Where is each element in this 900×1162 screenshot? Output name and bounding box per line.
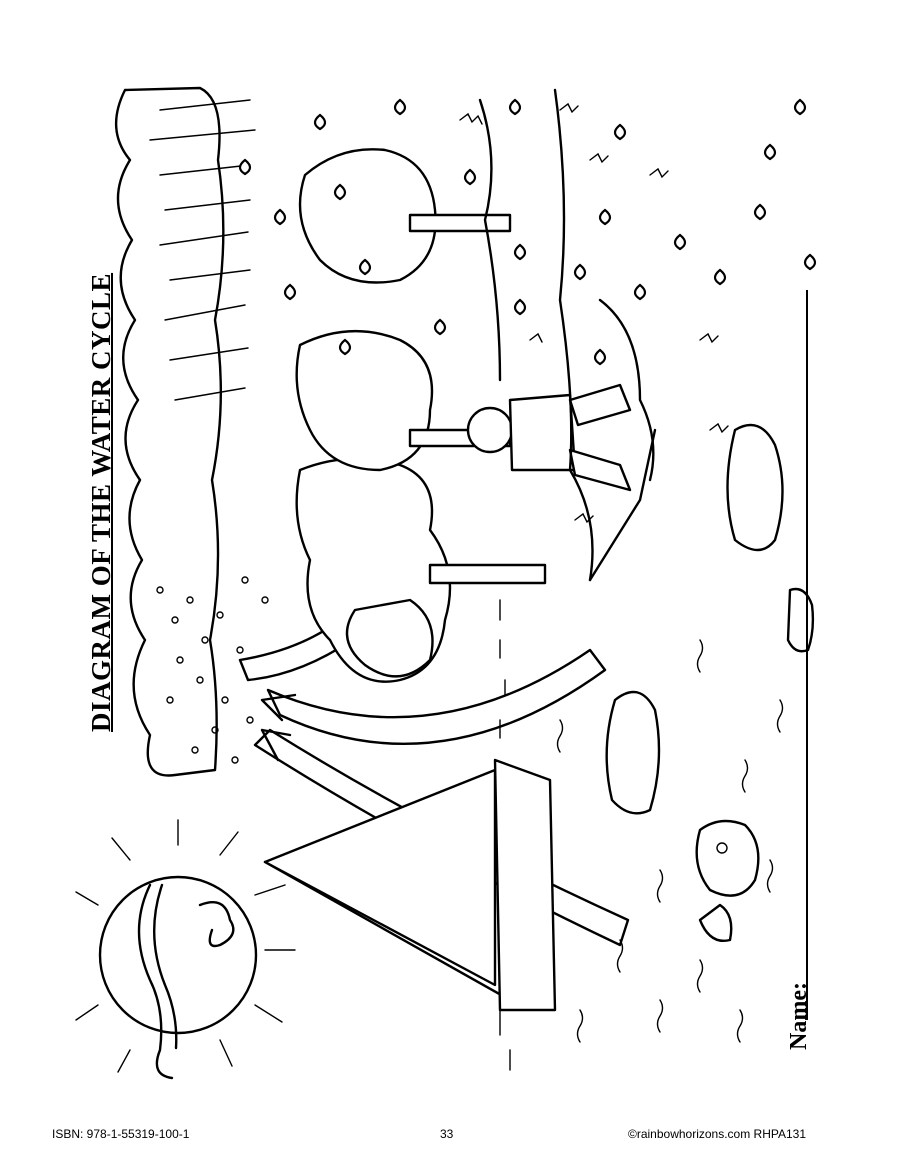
cloud-icon <box>114 86 256 777</box>
fish-icon <box>695 819 760 942</box>
grass-tufts <box>459 102 729 524</box>
sailboat-icon <box>263 758 557 1012</box>
page-number: 33 <box>440 1127 454 1141</box>
tree-icon <box>295 148 547 683</box>
land <box>478 88 815 815</box>
person-icon <box>466 383 632 492</box>
worksheet-title: DIAGRAM OF THE WATER CYCLE <box>86 272 116 732</box>
water-waves <box>499 599 784 1071</box>
footer-copyright: ©rainbowhorizons.com RHPA131 <box>628 1127 807 1141</box>
vapor-dots <box>156 576 269 764</box>
sun-icon <box>75 819 296 1080</box>
raindrop-icon <box>238 98 817 366</box>
name-line[interactable] <box>806 290 808 1020</box>
footer-isbn: ISBN: 978-1-55319-100-1 <box>52 1127 190 1141</box>
name-label: Name: <box>786 982 812 1050</box>
